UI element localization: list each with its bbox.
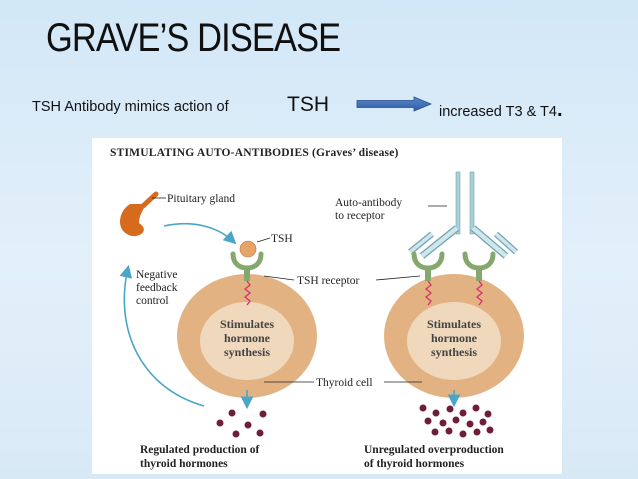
cell-left-label-line1: Stimulates: [220, 317, 274, 331]
cell-left-label-line3: synthesis: [224, 345, 270, 359]
tsh-molecule-icon: [239, 240, 257, 258]
pituitary-gland-icon: [120, 191, 159, 237]
cell-right-label-line1: Stimulates: [427, 317, 481, 331]
auto-antibody-icon: [408, 171, 519, 259]
pituitary-label: Pituitary gland: [167, 193, 235, 205]
negative-label-line2: feedback: [136, 282, 178, 294]
subtitle-right-main: increased T3 & T4: [439, 104, 557, 120]
negative-label-line1: Negative: [136, 269, 178, 281]
figure-panel: STIMULATING AUTO-ANTIBODIES (Graves’ dis…: [92, 138, 562, 474]
figure-title: STIMULATING AUTO-ANTIBODIES (Graves’ dis…: [110, 147, 399, 159]
auto-antibody-label-line2: to receptor: [335, 210, 385, 222]
receptor-leader-left: [263, 275, 295, 281]
thyroid-cell-label: Thyroid cell: [316, 377, 373, 389]
receptor-leader-right: [375, 275, 421, 281]
tsh-receptor-left-icon: [230, 251, 264, 281]
negative-label-line3: control: [136, 295, 169, 307]
right-arrow-icon: [356, 96, 432, 112]
subtitle-left-text: TSH Antibody mimics action of: [32, 99, 229, 115]
regulated-hormones: [216, 409, 267, 438]
unregulated-label-line2: of thyroid hormones: [364, 458, 465, 470]
auto-antibody-label-line1: Auto-antibody: [335, 197, 402, 209]
subtitle-right-text: increased T3 & T4.: [439, 99, 563, 122]
cell-right-label-line2: hormone: [431, 331, 478, 345]
graves-diagram: STIMULATING AUTO-ANTIBODIES (Graves’ dis…: [110, 147, 524, 470]
tsh-label: TSH: [271, 233, 293, 245]
negative-feedback-arrow: [119, 264, 205, 407]
cell-left-label-line2: hormone: [224, 331, 271, 345]
tsh-receptor-right-a-icon: [411, 251, 445, 281]
signal-right-a-icon: [424, 280, 433, 306]
regulated-label-line1: Regulated production of: [140, 444, 259, 456]
tsh-receptor-label: TSH receptor: [297, 275, 359, 287]
regulated-label-line2: thyroid hormones: [140, 458, 228, 470]
pituitary-to-tsh-arrow: [163, 222, 237, 245]
thyroid-cell-left: [177, 274, 317, 398]
tsh-receptor-right-b-icon: [462, 251, 496, 281]
cell-right-label-line3: synthesis: [431, 345, 477, 359]
signal-right-b-icon: [475, 280, 484, 306]
thyroid-cell-right: [384, 274, 524, 398]
subtitle-tsh-text: TSH: [287, 93, 329, 116]
subtitle-period: .: [556, 99, 563, 121]
slide-title: GRAVE’S DISEASE: [46, 16, 341, 60]
tsh-leader-line: [256, 237, 271, 243]
signal-left-icon: [243, 280, 252, 306]
unregulated-hormones: [419, 404, 494, 438]
unregulated-label-line1: Unregulated overproduction: [364, 444, 504, 456]
